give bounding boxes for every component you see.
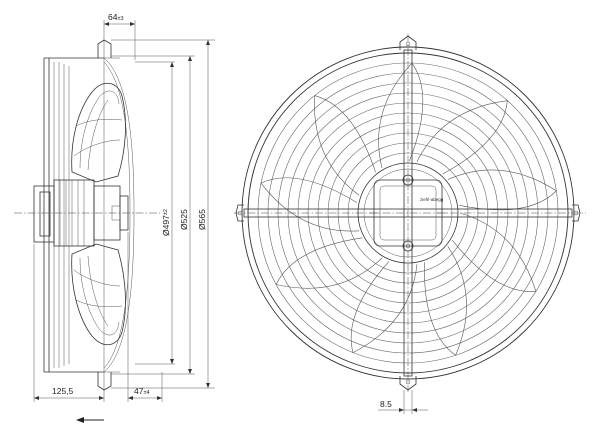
upper-blade [71, 83, 126, 183]
blade-outline [260, 177, 360, 232]
dim-ring-label: Ø497±2 [161, 209, 171, 236]
dim-slot-label: 8.5 [380, 399, 392, 409]
guard-ring [347, 152, 469, 274]
dim-guard-label: Ø525 [179, 209, 189, 230]
guard-struts [235, 35, 581, 391]
guard-ring [287, 92, 529, 334]
blade-outline [314, 95, 376, 196]
blade-outline [416, 100, 508, 175]
motor-plate: ziehl-abegg [357, 162, 459, 264]
brand-label: ziehl-abegg [420, 197, 444, 202]
blade-outline [452, 212, 537, 292]
side-guard [103, 57, 135, 373]
guard-ring [337, 142, 479, 284]
dim-depth-top: 64±3 [103, 12, 136, 60]
guard-ring [307, 112, 509, 314]
dim-base-label: 125,5 [52, 386, 74, 396]
guard-ring [327, 132, 489, 294]
guard-ring [277, 82, 539, 344]
guard-ring [257, 62, 559, 364]
front-view: ziehl-abegg 8.5 [234, 34, 586, 414]
dim-depth-top-label: 64±3 [108, 12, 124, 22]
blade-outline [424, 246, 467, 356]
dim-outer-label: Ø565 [197, 209, 207, 230]
dim-offset-label: 47±4 [134, 386, 150, 396]
guard-ring [317, 122, 499, 304]
blade-outline [447, 169, 557, 211]
guard-ring [247, 52, 569, 374]
motor-hub [33, 179, 129, 247]
dim-slot: 8.5 [378, 390, 428, 414]
guard-ring [297, 102, 519, 324]
arrow-left-icon [76, 417, 104, 423]
guard-ring [267, 72, 549, 354]
guard-rings [241, 46, 575, 380]
blade-outline [275, 237, 383, 289]
blade-outline [350, 261, 418, 354]
dim-bottom: 125,5 47±4 [33, 232, 163, 402]
side-view: 64±3 Ø497±2 Ø525 Ø565 [14, 12, 215, 423]
dim-diameters: Ø497±2 Ø525 Ø565 [111, 39, 215, 389]
